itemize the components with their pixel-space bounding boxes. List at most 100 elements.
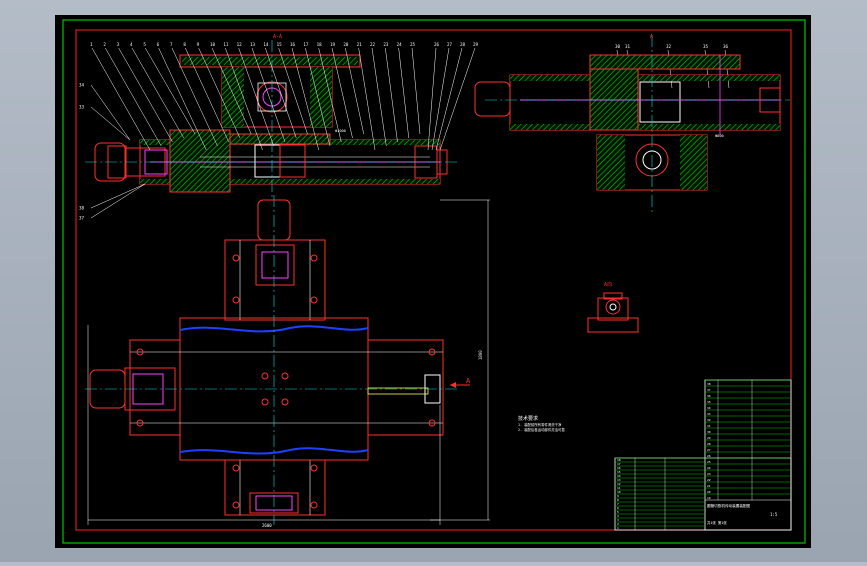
dim-tag-2: Φ800 xyxy=(715,134,724,138)
part-number-label: 10 xyxy=(210,42,216,47)
bom-row-number: 23 xyxy=(707,472,711,476)
leader-line xyxy=(251,47,286,143)
dim-tag-1: Φ1000 xyxy=(335,129,346,133)
leader-line xyxy=(225,47,263,151)
part-number-label: 4 xyxy=(130,42,133,47)
detail-view-a xyxy=(587,292,639,333)
leader-line xyxy=(385,47,398,143)
bom-row-number: 29 xyxy=(707,436,711,440)
leader-line xyxy=(318,47,342,143)
part-number-label: 18 xyxy=(317,42,323,47)
part-number-label: 33 xyxy=(79,105,85,110)
leader-line xyxy=(238,47,274,147)
bom-row-number: 1 xyxy=(617,526,619,530)
part-number-label: 14 xyxy=(263,42,269,47)
leader-line xyxy=(171,47,218,147)
part-number-label: 36 xyxy=(723,44,729,49)
part-number-label: 16 xyxy=(290,42,296,47)
part-number-label: 15 xyxy=(277,42,283,47)
part-number-label: 8 xyxy=(183,42,186,47)
outer-border xyxy=(62,19,806,544)
notes-line-1: 1. 装配前所有零件清洗干净 xyxy=(518,422,562,427)
sheet-text: 共1张 第1张 xyxy=(707,520,727,525)
leader-line xyxy=(358,47,376,151)
part-number-label: 31 xyxy=(625,44,631,49)
section-title-mark: A-A xyxy=(273,34,282,40)
drawing-name-text: 圆管切割机传动装置装配图 xyxy=(707,503,751,508)
part-number-label: 22 xyxy=(370,42,376,47)
leader-line xyxy=(291,47,319,151)
part-number-label: 17 xyxy=(303,42,309,47)
part-number-label: 21 xyxy=(357,42,363,47)
section-mark-left: A xyxy=(466,377,471,385)
bom-row-number: 21 xyxy=(707,484,711,488)
part-number-label: 19 xyxy=(330,42,336,47)
part-number-label: 24 xyxy=(397,42,403,47)
leader-line xyxy=(278,47,308,135)
leader-line xyxy=(211,47,252,135)
leader-line xyxy=(158,47,207,151)
leader-line xyxy=(305,47,331,147)
bom-row-number: 37 xyxy=(707,388,711,392)
plan-view xyxy=(85,195,490,525)
bom-row-number: 18 xyxy=(617,458,621,462)
bom-row-number: 25 xyxy=(707,460,711,464)
part-number-label: 38 xyxy=(79,206,85,211)
bom-row-number: 11 xyxy=(617,486,621,490)
bom-row-number: 13 xyxy=(617,478,621,482)
part-number-label: 11 xyxy=(223,42,229,47)
bom-row-number: 28 xyxy=(707,442,711,446)
bom-row-number: 12 xyxy=(617,482,621,486)
bom-row-number: 30 xyxy=(707,430,711,434)
leader-line xyxy=(439,47,476,151)
bom-row-number: 22 xyxy=(707,478,711,482)
part-number-label: 35 xyxy=(703,44,709,49)
bom-row-number: 6 xyxy=(617,506,619,510)
part-number-label: 1 xyxy=(90,42,93,47)
leader-line xyxy=(427,47,437,151)
bom-row-number: 4 xyxy=(617,514,619,518)
bom-row-number: 9 xyxy=(617,494,619,498)
leader-line xyxy=(431,47,450,151)
bom-row-number: 35 xyxy=(707,400,711,404)
dim-overall-width: 2600 xyxy=(262,523,272,528)
part-number-label: 27 xyxy=(447,42,453,47)
bom-row-number: 2 xyxy=(617,522,619,526)
bom-row-number: 16 xyxy=(617,466,621,470)
leader-line xyxy=(198,47,241,139)
leader-line xyxy=(265,47,297,139)
part-number-label: 29 xyxy=(473,42,479,47)
leader-line xyxy=(345,47,364,135)
leader-line xyxy=(411,47,421,135)
notes-heading: 技术要求 xyxy=(518,415,538,422)
part-number-label: 34 xyxy=(79,83,85,88)
leader-line xyxy=(435,47,463,151)
section-mark-right: A xyxy=(650,34,653,40)
bom-row-number: 5 xyxy=(617,510,619,514)
bom-row-number: 26 xyxy=(707,454,711,458)
bom-row-number: 15 xyxy=(617,470,621,474)
bom-row-number: 7 xyxy=(617,502,619,506)
part-number-label: 3 xyxy=(117,42,120,47)
bom-row-number: 33 xyxy=(707,412,711,416)
leader-line xyxy=(371,47,387,147)
part-number-label: 37 xyxy=(79,216,85,221)
part-balloons-lower: 38 37 34 33 xyxy=(79,83,146,221)
technical-notes: 技术要求 1. 装配前所有零件清洗干净 2. 装配后各运动部件灵活可靠 xyxy=(518,415,565,432)
bom-row-number: 32 xyxy=(707,418,711,422)
sheet-background xyxy=(55,15,811,548)
bom-row-number: 3 xyxy=(617,518,619,522)
part-number-label: 12 xyxy=(237,42,243,47)
bom-row-number: 34 xyxy=(707,406,711,410)
leader-line xyxy=(91,47,151,151)
leader-line xyxy=(145,47,196,135)
part-number-label: 28 xyxy=(460,42,466,47)
part-number-label: 26 xyxy=(434,42,440,47)
part-number-label: 13 xyxy=(250,42,256,47)
bom-row-number: 8 xyxy=(617,498,619,502)
bom-row-number: 14 xyxy=(617,474,621,478)
leader-line xyxy=(90,84,131,141)
